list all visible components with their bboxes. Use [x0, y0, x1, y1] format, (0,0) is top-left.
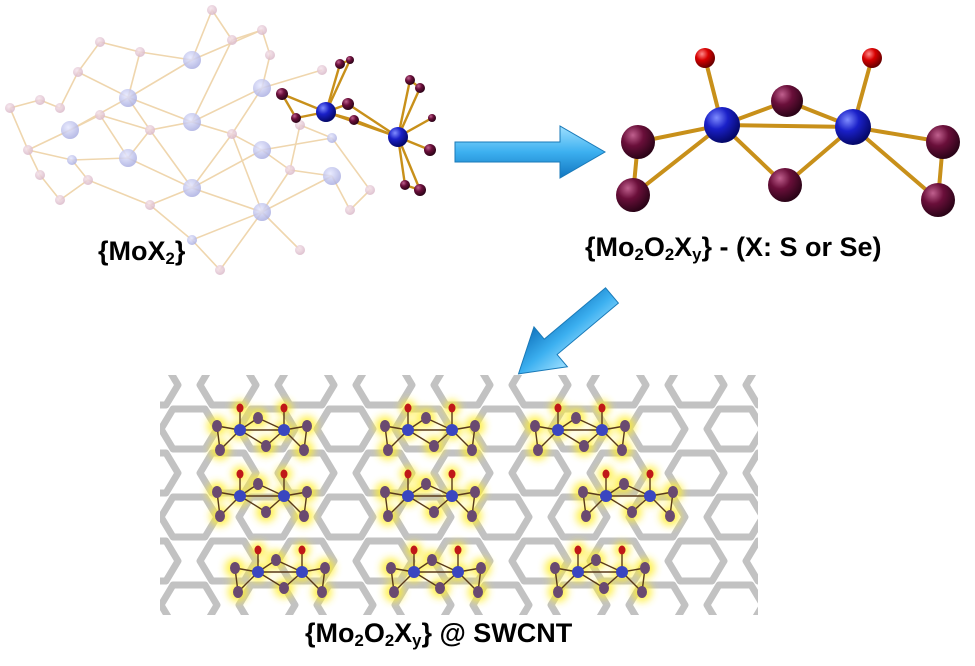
arrow-down-left [517, 287, 620, 375]
hexagon-cell [160, 493, 221, 541]
hexagon-cell [235, 405, 299, 453]
hexagon-cell [235, 581, 299, 615]
label-mox2: {MoX2} [98, 236, 186, 269]
extracted-cluster [276, 56, 436, 196]
hexagon-cell [352, 537, 416, 585]
hexagon-cell [742, 375, 758, 409]
hexagon-cell [196, 375, 260, 409]
hexagon-cell [160, 581, 221, 615]
hexagon-cell [742, 449, 758, 497]
encapsulated-clusters [207, 400, 683, 602]
hexagon-cell [313, 405, 377, 453]
label-swcnt: {Mo2O2Xy} @ SWCNT [305, 618, 573, 651]
hexagon-cell [508, 375, 572, 409]
hexagon-cell [703, 581, 758, 615]
hexagon-cell [160, 537, 182, 585]
hexagon-cell [703, 493, 758, 541]
hexagon-cell [274, 375, 338, 409]
hexagon-cell [196, 537, 260, 585]
hexagon-cell [742, 537, 758, 585]
arrow-right [454, 125, 606, 179]
hexagon-cell [313, 493, 377, 541]
hexagon-cell [430, 375, 494, 409]
hexagon-cell [664, 537, 728, 585]
hexagon-cell [703, 405, 758, 453]
hexagon-cell [508, 449, 572, 497]
hexagon-cell [160, 375, 182, 409]
hexagon-cell [664, 375, 728, 409]
hexagon-cell [625, 405, 689, 453]
hexagon-cell [508, 537, 572, 585]
hexagon-cell [547, 493, 611, 541]
hexagon-cell [391, 581, 455, 615]
label-mo2o2xy: {Mo2O2Xy} - (X: S or Se) [585, 232, 882, 265]
hexagon-cell [160, 449, 182, 497]
hexagon-cell [352, 375, 416, 409]
hexagon-cell [586, 375, 650, 409]
mox2-lattice [5, 5, 375, 275]
hexagon-cell [469, 493, 533, 541]
mo2o2xy-complex [616, 48, 960, 217]
